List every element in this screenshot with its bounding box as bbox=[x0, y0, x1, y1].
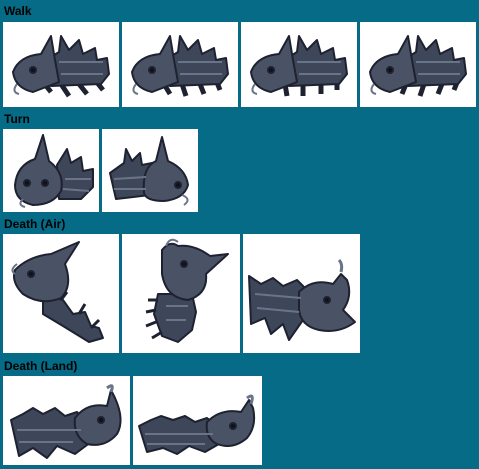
beetle-sprite-icon bbox=[14, 134, 94, 208]
section-label-turn: Turn bbox=[4, 112, 30, 126]
section-label-death-land: Death (Land) bbox=[4, 359, 78, 373]
beetle-sprite-icon bbox=[369, 35, 467, 97]
beetle-sprite-icon bbox=[11, 241, 104, 343]
section-label-walk: Walk bbox=[4, 4, 32, 18]
death-air-frame-1 bbox=[3, 234, 119, 353]
beetle-sprite-icon bbox=[145, 238, 229, 343]
beetle-sprite-icon bbox=[131, 35, 229, 97]
section-label-death-air: Death (Air) bbox=[4, 217, 66, 231]
turn-frame-2 bbox=[102, 129, 198, 212]
walk-frame-2 bbox=[122, 22, 238, 107]
death-land-frame-2 bbox=[133, 376, 262, 465]
walk-frame-1 bbox=[3, 22, 119, 107]
walk-frame-3 bbox=[241, 22, 357, 107]
beetle-sprite-icon bbox=[138, 394, 256, 455]
beetle-sprite-icon bbox=[109, 136, 189, 206]
death-air-frame-2 bbox=[122, 234, 240, 353]
beetle-sprite-icon bbox=[12, 35, 110, 98]
beetle-sprite-icon bbox=[10, 384, 122, 459]
death-land-frame-1 bbox=[3, 376, 130, 465]
beetle-sprite-icon bbox=[250, 35, 348, 97]
death-air-frame-3 bbox=[243, 234, 360, 353]
turn-frame-1 bbox=[3, 129, 99, 212]
walk-frame-4 bbox=[360, 22, 476, 107]
beetle-sprite-icon bbox=[248, 258, 356, 341]
